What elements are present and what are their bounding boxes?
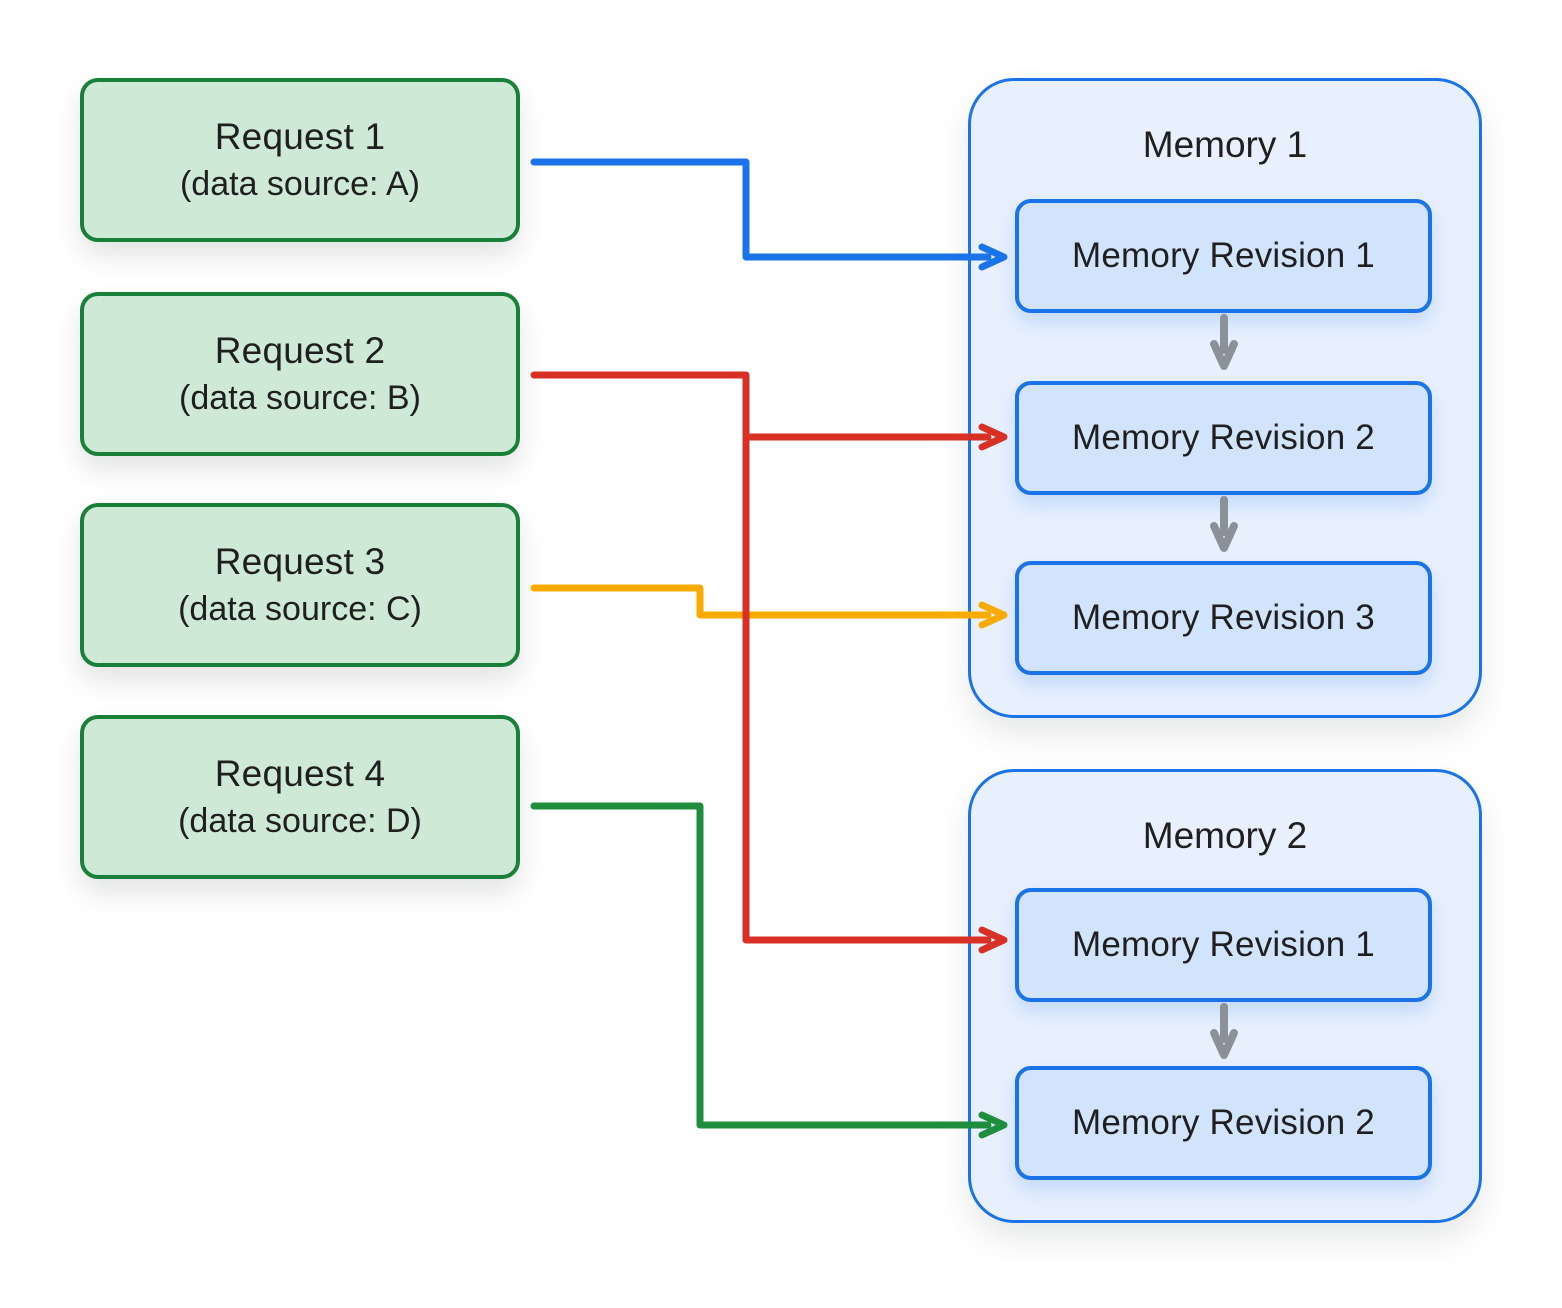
memory-2-container: Memory 2 Memory Revision 1 Memory Revisi… — [968, 769, 1482, 1223]
memory-1-title: Memory 1 — [1142, 124, 1308, 165]
arrow-request4-to-memory2-revision2 — [530, 802, 1008, 1139]
request-2-box: Request 2 (data source: B) — [80, 292, 520, 456]
request-4-subtitle: (data source: D) — [178, 801, 422, 840]
memory-1-revision-2-box: Memory Revision 2 — [1015, 381, 1432, 495]
request-4-box: Request 4 (data source: D) — [80, 715, 520, 879]
memory-2-revision-2-label: Memory Revision 2 — [1072, 1103, 1375, 1142]
arrow-request3-to-memory1-revision3 — [530, 584, 1008, 629]
memory-2-title: Memory 2 — [1142, 815, 1308, 856]
request-3-title: Request 3 — [214, 540, 386, 582]
request-2-subtitle: (data source: B) — [179, 378, 421, 417]
memory-1-revision-1-label: Memory Revision 1 — [1072, 236, 1375, 275]
request-1-title: Request 1 — [214, 115, 386, 157]
memory-1-revision-1-box: Memory Revision 1 — [1015, 199, 1432, 313]
request-4-title: Request 4 — [214, 752, 386, 794]
memory-1-revision-3-label: Memory Revision 3 — [1072, 598, 1375, 637]
arrow-request2-to-memory2-revision1 — [530, 371, 1008, 954]
memory-1-revision-2-label: Memory Revision 2 — [1072, 418, 1375, 457]
request-2-title: Request 2 — [214, 329, 386, 371]
request-1-box: Request 1 (data source: A) — [80, 78, 520, 242]
arrow-request1-to-memory1-revision1 — [530, 158, 1008, 271]
memory-1-revision-3-box: Memory Revision 3 — [1015, 561, 1432, 675]
memory-1-container: Memory 1 Memory Revision 1 Memory Revisi… — [968, 78, 1482, 718]
memory-2-revision-2-box: Memory Revision 2 — [1015, 1066, 1432, 1180]
memory-2-revision-1-label: Memory Revision 1 — [1072, 925, 1375, 964]
memory-2-revision-1-box: Memory Revision 1 — [1015, 888, 1432, 1002]
request-3-box: Request 3 (data source: C) — [80, 503, 520, 667]
request-1-subtitle: (data source: A) — [179, 164, 420, 203]
request-3-subtitle: (data source: C) — [178, 589, 422, 628]
